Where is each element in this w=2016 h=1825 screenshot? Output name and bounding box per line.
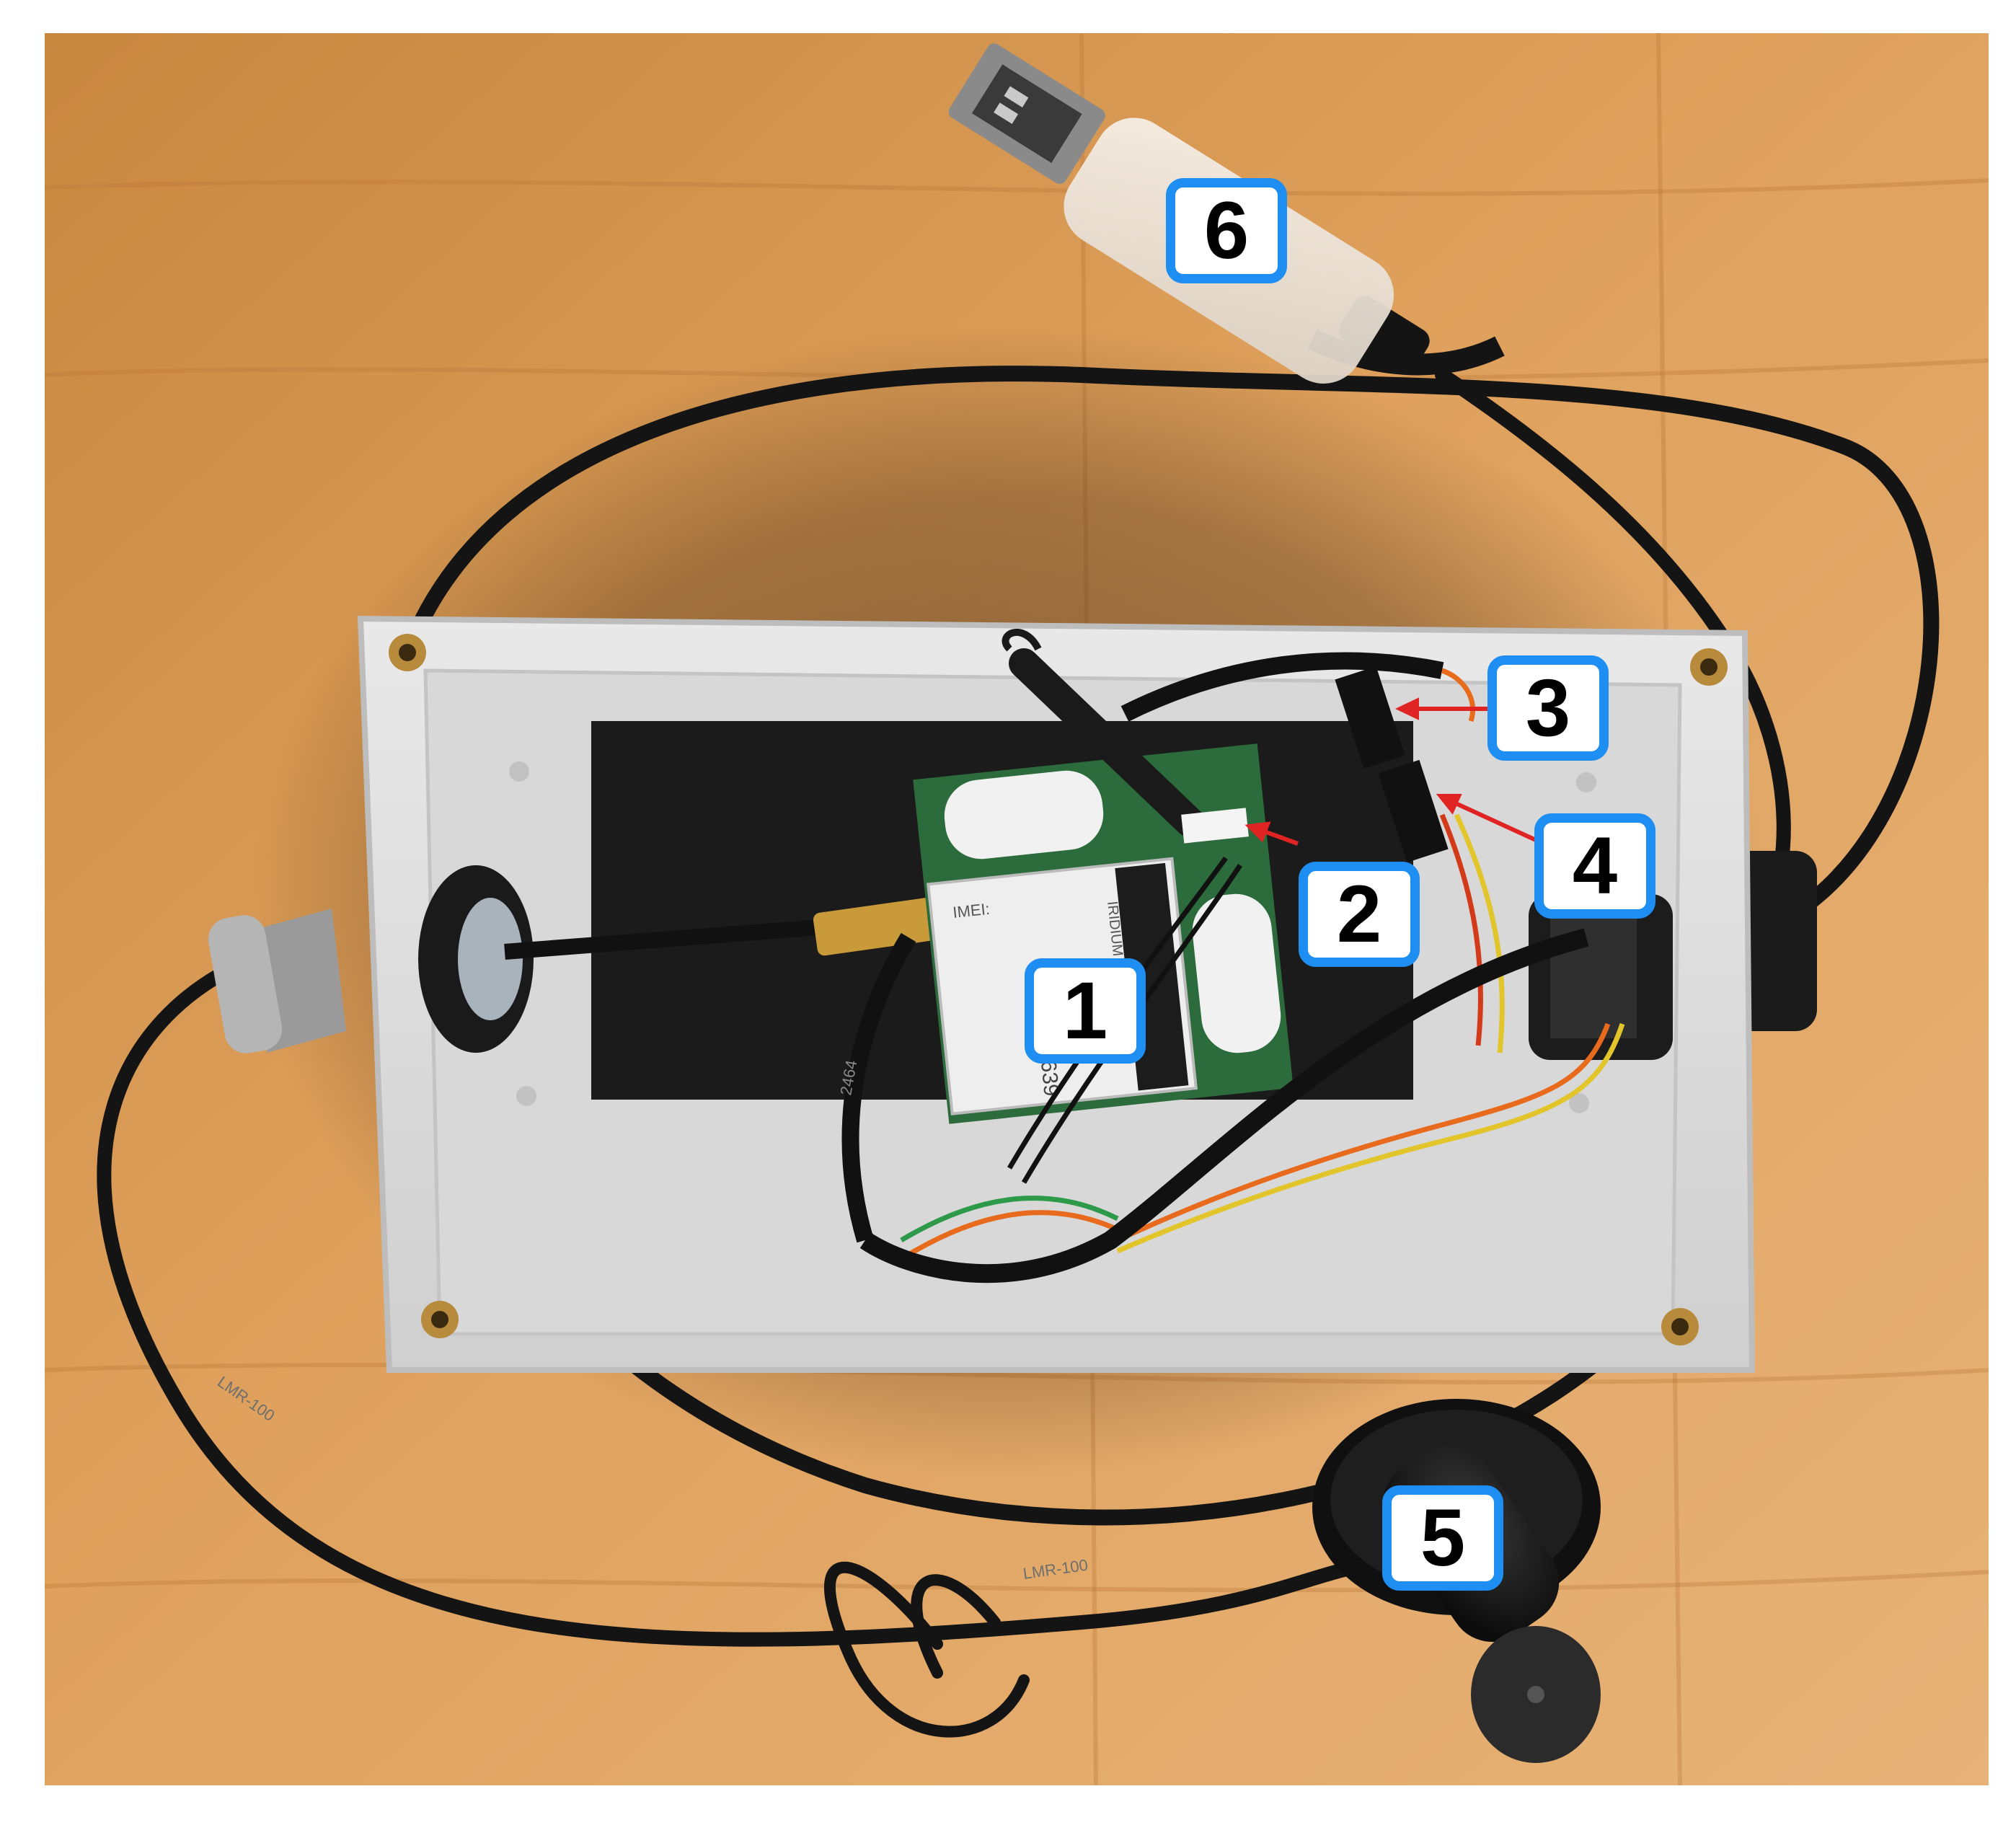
serial-cable-top <box>1120 652 1444 722</box>
callout-1-label: 1 <box>1062 965 1108 1056</box>
callout-3: 3 <box>1487 655 1609 761</box>
inner-gland-left <box>418 865 534 1053</box>
callout-5-label: 5 <box>1420 1493 1466 1583</box>
callout-3-label: 3 <box>1525 663 1571 753</box>
callout-5: 5 <box>1382 1485 1503 1591</box>
sensor-probe <box>1009 648 1205 837</box>
callout-6-label: 6 <box>1203 185 1250 275</box>
capacitor-top <box>944 770 1104 860</box>
callout-4-label: 4 <box>1572 821 1618 911</box>
pin-header-4 <box>1378 759 1449 863</box>
callout-6: 6 <box>1166 178 1287 283</box>
black-cable-inside <box>859 928 1589 1283</box>
callout-1: 1 <box>1025 958 1146 1064</box>
module-imei-label: IMEI: <box>952 900 991 922</box>
pin-header-3 <box>1335 666 1405 769</box>
coax-to-bottom <box>841 932 916 1243</box>
callout-2-label: 2 <box>1336 869 1382 959</box>
pcb-connector <box>1181 808 1249 844</box>
coax-inside <box>504 919 830 960</box>
callout-2: 2 <box>1299 862 1420 967</box>
callout-4: 4 <box>1534 813 1655 919</box>
capacitor-right <box>1192 893 1281 1053</box>
gland-left <box>208 909 346 1053</box>
arrows <box>1244 697 1537 846</box>
